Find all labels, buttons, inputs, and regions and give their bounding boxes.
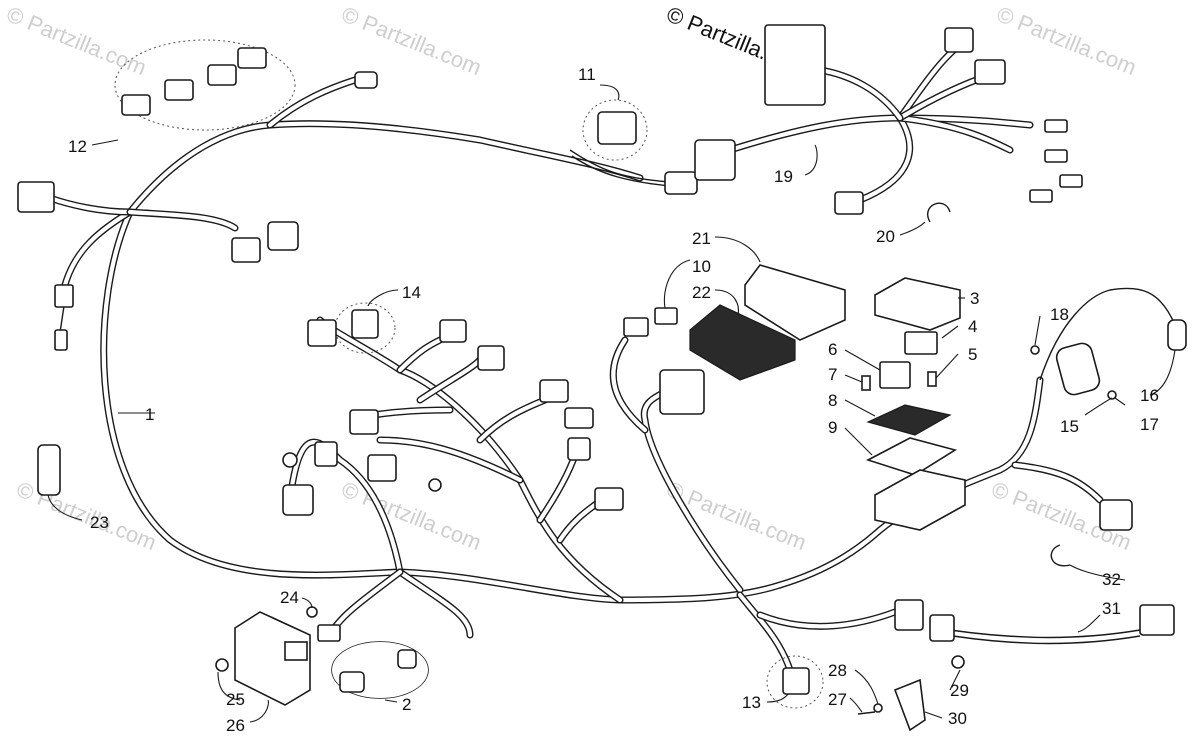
connector-31	[1139, 604, 1175, 636]
callout-7: 7	[828, 365, 837, 384]
washer-28	[873, 703, 883, 713]
clip-20	[927, 202, 951, 223]
connector-left	[17, 181, 55, 213]
callout-22: 22	[692, 283, 711, 302]
outline-13	[766, 655, 824, 709]
callout-4: 4	[968, 317, 977, 336]
callout-11: 11	[578, 65, 596, 84]
connector-10b	[654, 307, 678, 325]
callout-2: 2	[402, 695, 411, 714]
callout-19: 19	[774, 167, 793, 186]
watermark: © Partzilla.com	[993, 1, 1140, 80]
leader-lines	[47, 84, 1176, 723]
callout-10: 10	[692, 257, 711, 276]
screw-27	[857, 711, 876, 715]
regulator-26	[234, 611, 311, 706]
clamp-32	[1050, 544, 1071, 567]
fuse-7	[861, 375, 871, 391]
callout-13: 13	[742, 693, 761, 712]
gasket-9	[865, 437, 957, 476]
nut-18	[1030, 345, 1040, 355]
connector-11	[582, 99, 736, 195]
callout-25: 25	[226, 690, 245, 709]
callout-29: 29	[950, 681, 969, 700]
watermark: © Partzilla.com	[338, 1, 485, 80]
connector-lower-left	[282, 484, 314, 516]
callout-3: 3	[970, 289, 979, 308]
connector-regulator	[317, 624, 341, 642]
connector-group-14	[282, 302, 624, 511]
callout-17: 17	[1140, 415, 1159, 434]
callout-20: 20	[876, 227, 895, 246]
callout-15: 15	[1060, 417, 1079, 436]
connector-left-lower	[54, 284, 74, 308]
callout-1: 1	[145, 405, 154, 424]
bracket-30	[893, 678, 926, 732]
callout-8: 8	[828, 391, 837, 410]
connector-mid-left	[231, 237, 261, 263]
relay-6	[879, 361, 911, 389]
ecu-cover-21	[744, 264, 846, 341]
watermark: © Partzilla.com	[338, 476, 485, 555]
sensor-23	[37, 444, 61, 496]
connector-right	[1099, 499, 1133, 531]
callout-12: 12	[68, 137, 87, 156]
callout-23: 23	[90, 513, 109, 532]
watermark: © Partzilla.com	[3, 1, 150, 80]
connector-mid-right-2	[929, 614, 955, 642]
callout-26: 26	[226, 716, 245, 735]
fuse-block	[874, 469, 966, 531]
callout-24: 24	[280, 588, 299, 607]
sensor-2	[339, 671, 365, 693]
nut-29	[951, 655, 965, 669]
callout-14: 14	[402, 283, 421, 302]
connector-cluster-12	[114, 39, 378, 131]
callout-16: 16	[1140, 386, 1159, 405]
callout-9: 9	[828, 418, 837, 437]
callout-27: 27	[828, 690, 847, 709]
callout-32: 32	[1102, 570, 1121, 589]
callout-6: 6	[828, 340, 837, 359]
callout-labels: 1 2 3 4 5 6 7 8 9 10 11 12 13 14 15 16 1…	[68, 65, 1159, 735]
fuse-5	[927, 371, 937, 387]
sensor-23-plug	[54, 329, 68, 351]
screw-17	[1107, 390, 1117, 400]
connector-22-plug	[659, 369, 705, 415]
fuse-plate-8	[866, 404, 952, 436]
relay-4	[904, 331, 938, 355]
screw-24	[306, 606, 318, 618]
harness-wires	[46, 41, 1104, 674]
callout-18: 18	[1050, 305, 1069, 324]
components	[17, 24, 1187, 732]
watermark: © Partzilla.com	[13, 476, 160, 555]
connector-13	[782, 667, 810, 695]
nut-25	[215, 658, 229, 672]
fuse-box-lid-3	[874, 277, 961, 331]
cap-16	[1167, 319, 1187, 351]
ecu-22	[689, 304, 796, 381]
callout-5: 5	[968, 345, 977, 364]
callout-30: 30	[948, 709, 967, 728]
ignition-coil-15	[1055, 342, 1101, 396]
connector-10	[623, 317, 649, 337]
sensor-2b	[397, 649, 417, 669]
callout-28: 28	[828, 661, 847, 680]
connector-mid-left-2	[267, 221, 299, 251]
callout-21: 21	[692, 229, 711, 248]
connector-mid-right	[894, 599, 924, 631]
callout-31: 31	[1102, 599, 1121, 618]
regulator-26-plug	[284, 641, 308, 661]
relay-block-19	[764, 24, 1083, 215]
